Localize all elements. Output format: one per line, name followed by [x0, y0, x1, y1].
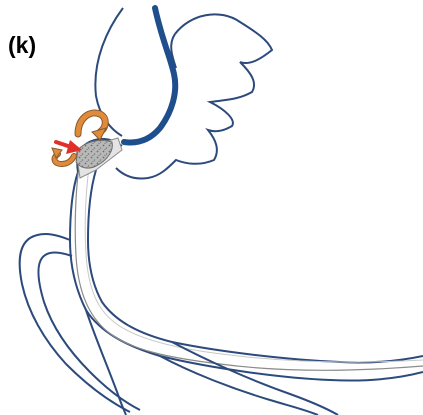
sheath-channel-inner [85, 160, 423, 362]
sheath-channel [75, 158, 423, 370]
vessel-left-wall [70, 172, 423, 381]
catheter [124, 8, 175, 142]
curved-rotation-arrow-icon [78, 113, 106, 140]
left-branch-outer [20, 234, 130, 412]
vessel-right-wall [88, 170, 423, 363]
lower-branch-outer [160, 356, 318, 415]
occluder-plug [76, 140, 112, 168]
upper-right-lobe-outline [116, 14, 272, 178]
